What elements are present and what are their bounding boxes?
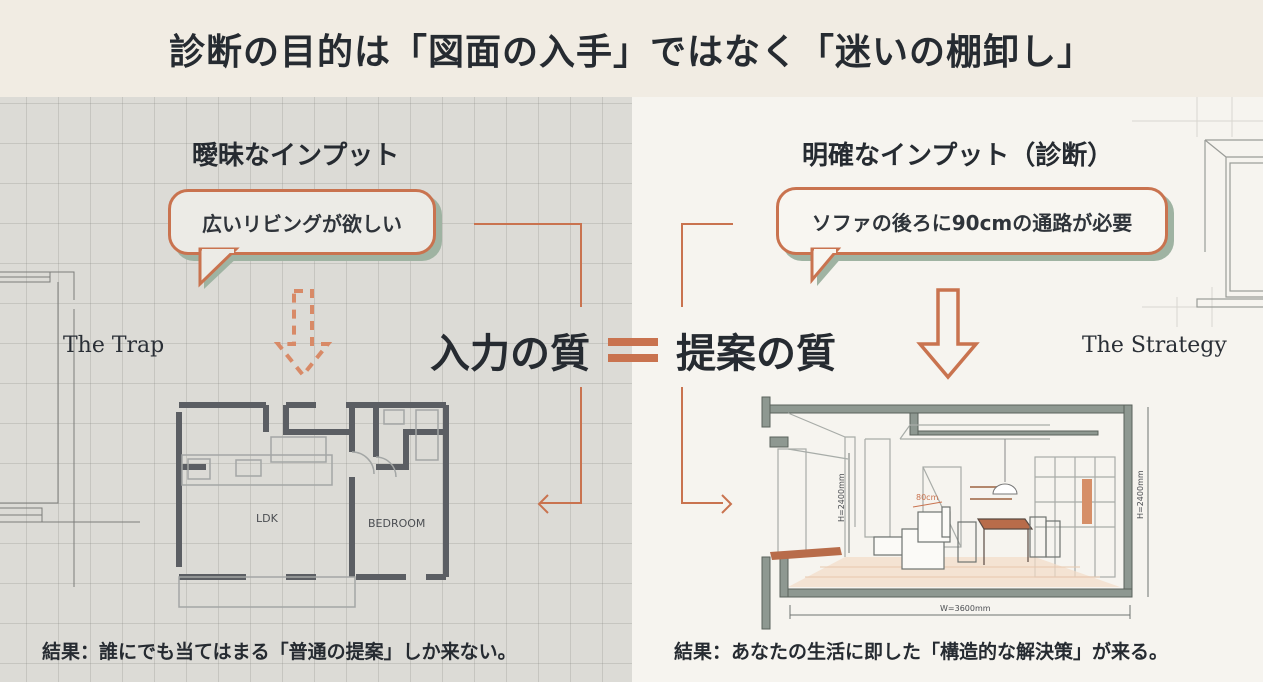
trap-panel: 曖昧なインプット 広いリビングが欲しい The Trap — [0, 97, 632, 682]
arrow-right-icon — [721, 494, 733, 514]
clear-input-bubble: ソファの後ろに90cmの通路が必要 — [776, 187, 1168, 255]
page-title: 診断の目的は「図面の入手」ではなく「迷いの棚卸し」 — [168, 31, 1094, 73]
connector-line-bottom-right — [681, 387, 723, 504]
strategy-result-text: 結果：あなたの生活に即した「構造的な解決策」が来る。 — [674, 641, 1169, 663]
dashed-down-arrow-icon — [273, 289, 333, 379]
vague-input-bubble: 広いリビングが欲しい — [168, 189, 436, 255]
connector-line-top-right — [681, 223, 733, 307]
floor-plan-drawing: LDK BEDROOM — [176, 402, 449, 608]
strategy-tag: The Strategy — [1082, 333, 1227, 358]
header-banner: 診断の目的は「図面の入手」ではなく「迷いの棚卸し」 — [0, 0, 1263, 97]
solid-down-arrow-icon — [916, 288, 980, 380]
clear-input-bubble-text: ソファの後ろに90cmの通路が必要 — [811, 210, 1133, 235]
trap-tag: The Trap — [63, 333, 165, 358]
ceiling-height-label-right: H=2400mm — [1136, 470, 1145, 519]
right-architecture-lines — [1132, 97, 1263, 327]
bubble-tail-icon — [198, 247, 240, 289]
room-section-drawing: 80cm H=2400mm H=2400mm W=3600mm — [761, 396, 1149, 630]
vague-input-bubble-text: 広いリビングが欲しい — [202, 211, 402, 236]
proposal-quality-label: 提案の質 — [676, 331, 836, 377]
arrow-left-icon — [537, 494, 549, 514]
bubble-tail-icon — [810, 247, 843, 286]
room-label-ldk: LDK — [256, 512, 279, 525]
room-label-bedroom: BEDROOM — [368, 517, 425, 530]
clear-input-title: 明確なインプット（診断） — [802, 141, 1114, 171]
vague-input-title: 曖昧なインプット — [192, 141, 400, 171]
ceiling-height-label-left: H=2400mm — [837, 473, 846, 522]
connector-line-top-left — [474, 223, 582, 307]
passage-width-label: 80cm — [916, 493, 939, 502]
equals-icon — [608, 338, 658, 362]
strategy-panel: 明確なインプット（診断） ソファの後ろに90cmの通路が必要 The Strat… — [632, 97, 1263, 682]
input-quality-label: 入力の質 — [430, 331, 590, 377]
room-width-label: W=3600mm — [940, 604, 991, 613]
connector-line-bottom-left — [540, 387, 582, 504]
trap-result-text: 結果：誰にでも当てはまる「普通の提案」しか来ない。 — [42, 641, 517, 663]
quality-equation: 入力の質 提案の質 — [430, 320, 836, 380]
left-architecture-lines — [0, 271, 140, 587]
